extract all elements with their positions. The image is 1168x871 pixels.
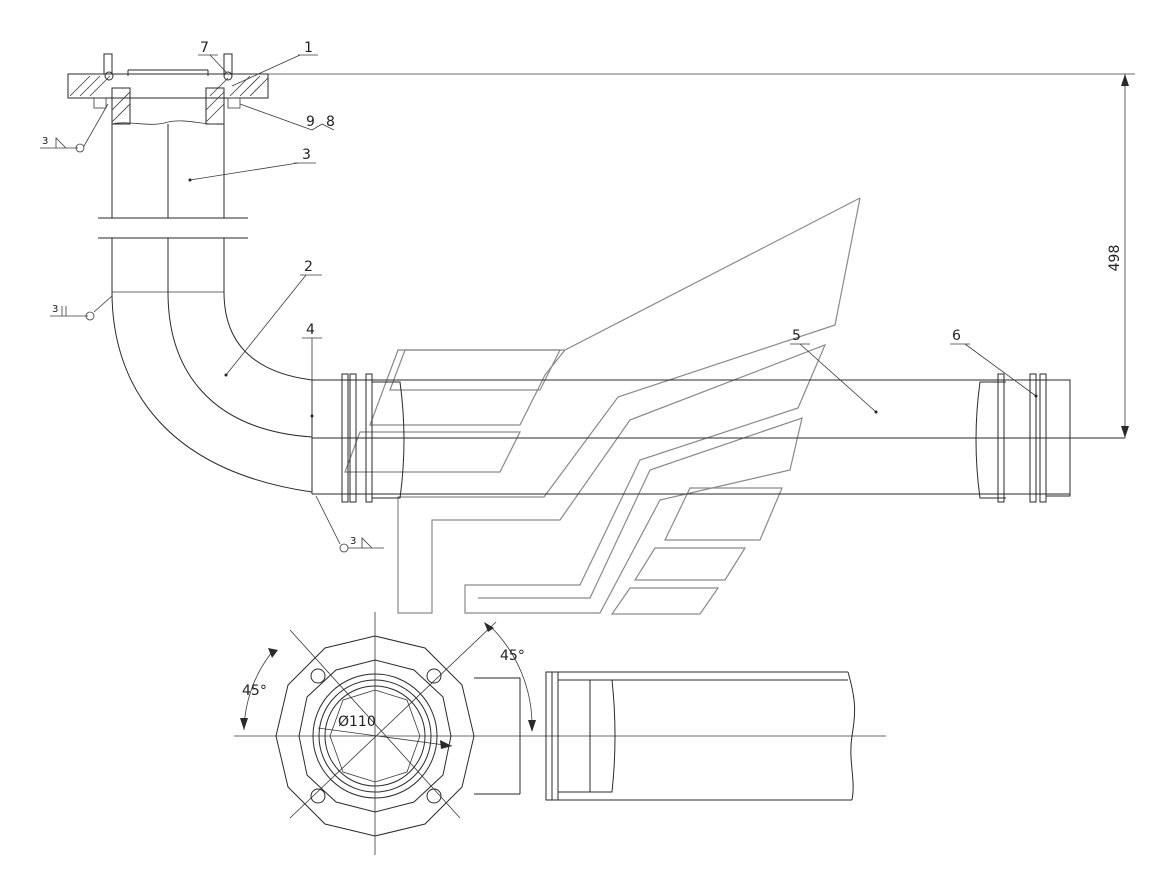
pipe-side-view (474, 671, 856, 801)
elbow-pipe (111, 291, 313, 493)
callout-6: 6 (952, 328, 961, 344)
callout-2: 2 (304, 259, 313, 275)
callout-9: 9 (306, 114, 315, 130)
watermark-logo (344, 197, 861, 615)
angle-left-label: 45° (242, 683, 267, 699)
diameter-label: Ø110 (338, 714, 376, 730)
weld-symbol-top: 3 (40, 103, 109, 153)
horizontal-pipe (312, 379, 1125, 495)
top-flange (67, 53, 269, 125)
weld-symbol-middle: 3 (50, 295, 113, 321)
weld-size-middle: 3 (52, 304, 58, 315)
flange-end-view: Ø110 45° 45° (234, 612, 886, 855)
callout-3: 3 (302, 147, 311, 163)
callout-7: 7 (200, 40, 209, 56)
weld-size-bottom: 3 (350, 536, 356, 547)
callout-5: 5 (792, 328, 801, 344)
weld-symbol-bottom: 3 (315, 495, 384, 553)
callout-1: 1 (304, 40, 313, 56)
callouts: 7 1 9 8 3 2 4 5 6 (188, 40, 1038, 418)
dimension-498-label: 498 (1107, 245, 1123, 272)
weld-size-top: 3 (42, 136, 48, 147)
height-dimension: 498 (1107, 74, 1129, 438)
coupling-right (975, 373, 1071, 503)
vertical-pipe (98, 120, 248, 292)
callout-4: 4 (306, 322, 315, 338)
angle-right-label: 45° (500, 648, 525, 664)
callout-8: 8 (326, 114, 335, 130)
